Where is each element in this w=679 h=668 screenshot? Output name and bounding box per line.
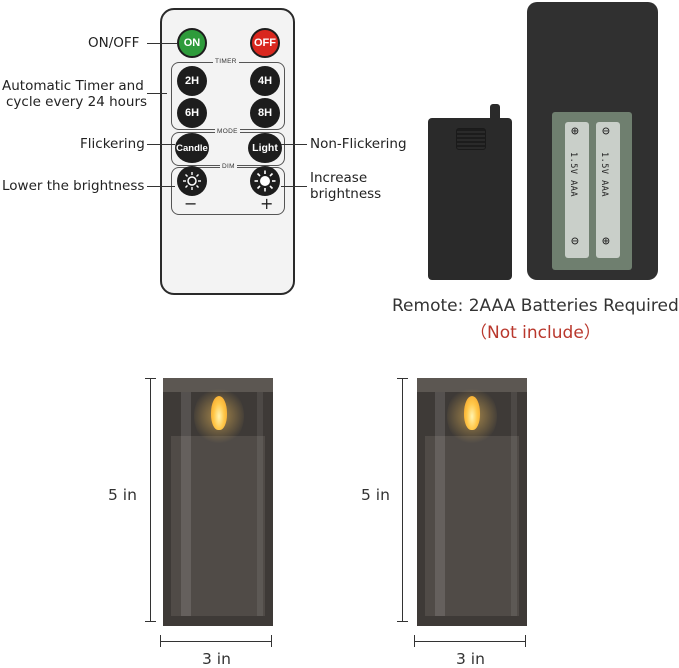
cover-grip — [456, 128, 486, 150]
sun-bright-icon — [254, 170, 276, 192]
dim-down-button[interactable] — [177, 166, 207, 196]
candle-1-flame — [194, 386, 244, 446]
cover-tab — [490, 104, 500, 118]
battery-minus-icon: ⊖ — [571, 234, 579, 249]
candle-2-height-cap-bottom — [397, 621, 408, 622]
timer-2h-label: 2H — [184, 75, 200, 87]
lower-line — [147, 186, 175, 187]
candle-2-width-label: 3 in — [456, 650, 485, 668]
candle-1-width-line — [160, 641, 272, 642]
candle-2-height-cap-top — [397, 378, 408, 379]
battery-note: （Not include） — [470, 323, 601, 343]
on-label: ON — [183, 37, 201, 49]
non-flickering-callout: Non-Flickering — [310, 136, 407, 152]
dim-up-button[interactable] — [250, 166, 280, 196]
sun-dim-icon — [183, 172, 201, 190]
on-off-callout: ON/OFF — [88, 35, 140, 51]
candle-1-rim — [163, 378, 273, 392]
candle-1-highlight-2 — [257, 386, 263, 616]
battery-caption: Remote: 2AAA Batteries Required — [392, 296, 679, 316]
on-off-line — [147, 43, 177, 44]
candle-2-width-line — [414, 641, 526, 642]
timer-8h-button[interactable]: 8H — [250, 98, 280, 128]
dim-title: DIM — [220, 163, 237, 170]
timer-2h-button[interactable]: 2H — [177, 66, 207, 96]
candle-1-width-label: 3 in — [202, 650, 231, 668]
flame-icon — [211, 396, 227, 430]
battery-1-label: 1.5V AAA — [568, 152, 578, 197]
candle-1-height-cap-bottom — [145, 621, 156, 622]
battery-2-label: 1.5V AAA — [599, 152, 609, 197]
plus-sign: + — [260, 194, 274, 213]
battery-plus-icon: ⊕ — [571, 124, 579, 139]
timer-title: TIMER — [213, 58, 239, 65]
candle-2-width-cap-left — [414, 635, 415, 647]
battery-2: ⊖ 1.5V AAA ⊕ — [596, 122, 620, 258]
candle-2-height-line — [402, 378, 403, 622]
dim-section: DIM — [171, 163, 285, 215]
battery-cover — [428, 104, 512, 280]
timer-callout-line2: cycle every 24 hours — [6, 94, 148, 110]
candle-mode-button[interactable]: Candle — [175, 133, 209, 163]
candle-1-width-cap-right — [271, 635, 272, 647]
candle-1-width-cap-left — [160, 635, 161, 647]
increase-callout-line1: Increase — [310, 170, 368, 186]
timer-line — [147, 93, 167, 94]
candle-1 — [163, 378, 273, 626]
candle-2-wax — [425, 436, 519, 616]
timer-8h-label: 8H — [257, 107, 273, 119]
candle-2-width-cap-right — [525, 635, 526, 647]
mode-title: MODE — [215, 128, 240, 135]
candle-mode-label: Candle — [176, 142, 208, 154]
candle-1-height-cap-top — [145, 378, 156, 379]
candle-2-highlight — [435, 386, 445, 616]
timer-callout-line1: Automatic Timer and — [2, 78, 144, 94]
battery-minus-icon: ⊖ — [602, 124, 610, 139]
battery-1: ⊕ 1.5V AAA ⊖ — [565, 122, 589, 258]
flickering-line — [147, 144, 175, 145]
timer-4h-button[interactable]: 4H — [250, 66, 280, 96]
candle-2-height-label: 5 in — [361, 486, 390, 504]
candle-1-wax — [171, 436, 265, 616]
non-flickering-line — [281, 144, 307, 145]
flame-icon — [464, 396, 480, 430]
candle-1-highlight — [181, 386, 191, 616]
timer-6h-label: 6H — [184, 107, 200, 119]
minus-sign: − — [184, 194, 198, 213]
timer-6h-button[interactable]: 6H — [177, 98, 207, 128]
lower-brightness-callout: Lower the brightness — [2, 178, 145, 194]
candle-2-highlight-2 — [511, 386, 517, 616]
light-mode-button[interactable]: Light — [248, 133, 282, 163]
increase-callout-line2: brightness — [310, 186, 382, 202]
battery-compartment: ⊕ 1.5V AAA ⊖ ⊖ 1.5V AAA ⊕ — [552, 112, 632, 270]
candle-2-rim — [417, 378, 527, 392]
candle-2-flame — [447, 386, 497, 446]
light-mode-label: Light — [252, 142, 278, 154]
off-label: OFF — [254, 37, 276, 49]
remote-control: ON OFF TIMER 2H 4H 6H 8H MODE Candle Lig… — [160, 8, 295, 295]
candle-2 — [417, 378, 527, 626]
increase-line — [281, 186, 307, 187]
on-button[interactable]: ON — [177, 28, 207, 58]
candle-1-height-line — [150, 378, 151, 622]
battery-plus-icon: ⊕ — [602, 234, 610, 249]
off-button[interactable]: OFF — [250, 28, 280, 58]
candle-1-height-label: 5 in — [108, 486, 137, 504]
flickering-callout: Flickering — [80, 136, 145, 152]
timer-4h-label: 4H — [257, 75, 273, 87]
